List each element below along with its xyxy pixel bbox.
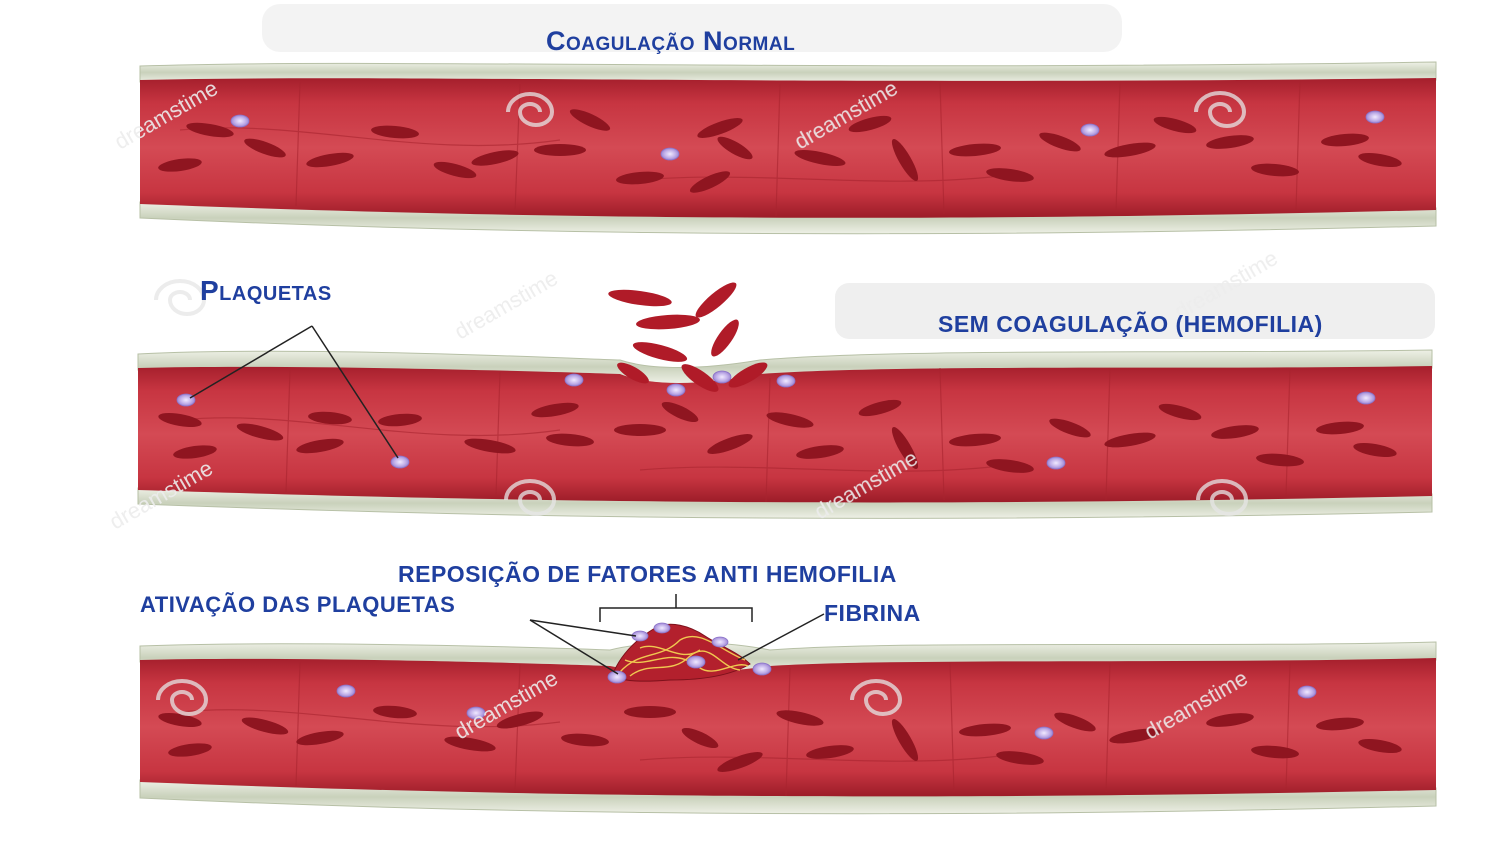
label-plaquetas: Plaquetas [200, 275, 332, 307]
vessel-normal [140, 62, 1436, 234]
label-ativacao-plaquetas: ATIVAÇÃO DAS PLAQUETAS [140, 592, 455, 618]
watermark-text: dreamstime [450, 265, 562, 344]
title-coagulacao-normal: Coagulação Normal [546, 26, 795, 57]
title-sem-coagulacao: SEM COAGULAÇÃO (HEMOFILIA) [938, 311, 1323, 338]
label-fibrina: FIBRINA [824, 600, 921, 627]
bracket-reposicao [600, 594, 752, 622]
vessel-lumen [140, 78, 1436, 218]
leader-line-ativacao-2 [530, 620, 636, 636]
vessel-treated [140, 623, 1436, 814]
label-reposicao-fatores: REPOSIÇÃO DE FATORES ANTI HEMOFILIA [398, 561, 897, 588]
